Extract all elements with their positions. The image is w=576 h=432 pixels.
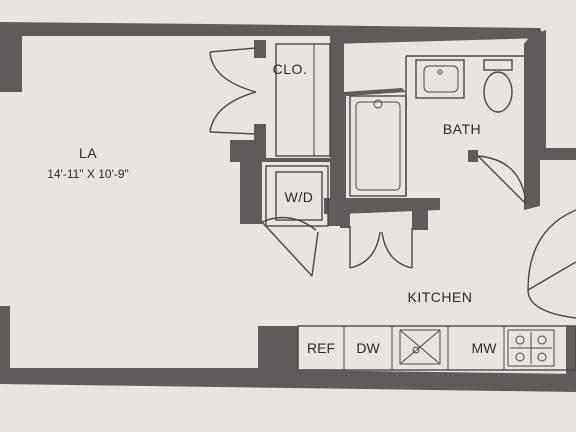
- core-walls: [230, 40, 478, 230]
- washer-dryer-label: W/D: [285, 189, 314, 205]
- tub-drain-icon: [373, 99, 383, 109]
- pantry-jamb-right: [412, 208, 428, 230]
- washer-dryer: [265, 165, 329, 227]
- closet-door-leaf-bottom: [209, 131, 257, 135]
- closet-label: CLO.: [273, 61, 308, 77]
- bath-door-leaf: [477, 155, 527, 205]
- bath-label: BATH: [443, 121, 481, 137]
- burner-icon-2: [537, 335, 547, 345]
- kitchen-counter: [297, 325, 576, 371]
- kitchen-sink-x2: [399, 329, 441, 365]
- refrigerator-label: REF: [307, 340, 335, 356]
- faucet-icon: [437, 69, 443, 75]
- entry-door-leaf: [527, 261, 576, 291]
- toilet-tank: [483, 59, 513, 71]
- right-wall-lower: [566, 326, 576, 376]
- bath-fixtures: [349, 55, 524, 197]
- wd-bottom-wall: [324, 198, 440, 226]
- sink-basin: [423, 65, 459, 93]
- doors: [209, 47, 576, 319]
- closet-jamb-top: [254, 40, 266, 58]
- pantry-door-swing-left: [349, 231, 381, 269]
- left-wall-stub: [10, 40, 22, 92]
- stove: [507, 329, 555, 367]
- microwave-label: MW: [472, 340, 498, 356]
- right-wall-upper: [524, 30, 576, 210]
- exterior-walls: [0, 22, 576, 392]
- kitchen-sink: [399, 329, 441, 365]
- living-area-name: LA: [79, 145, 97, 161]
- wd-closet-frame: [265, 165, 329, 227]
- counter-outline: [297, 325, 576, 371]
- closet-shelf: [275, 43, 331, 157]
- pantry-door-swing-right: [381, 231, 413, 269]
- toilet-bowl: [483, 71, 513, 113]
- dishwasher-label: DW: [356, 340, 380, 356]
- wd-door-jamb: [311, 231, 319, 277]
- closet-jamb-bottom: [254, 124, 266, 144]
- wd-unit: [275, 171, 323, 221]
- wd-door-leaf: [261, 221, 313, 277]
- living-area-dimensions: 14'-11" X 10'-9": [47, 167, 129, 181]
- left-wall-upper: [0, 36, 10, 92]
- closet-bath-wall: [330, 40, 406, 206]
- labels: LA 14'-11" X 10'-9" CLO. BATH W/D KITCHE…: [47, 61, 497, 356]
- kitchen-sink-drain-icon: [412, 346, 420, 354]
- burner-icon-3: [515, 352, 525, 362]
- closet-door-swing-bottom: [209, 91, 257, 133]
- burner-icon-1: [515, 335, 525, 345]
- wd-left-wall: [230, 140, 332, 224]
- left-wall-lower: [0, 306, 10, 382]
- pantry-jamb-left: [340, 210, 350, 228]
- closet-door-leaf-top: [209, 47, 257, 53]
- bath-door-jamb: [468, 150, 478, 162]
- closet-interior: [275, 43, 331, 157]
- bathtub-inner: [355, 101, 401, 191]
- bath-door-swing: [477, 155, 527, 205]
- kitchen-label: KITCHEN: [408, 289, 473, 305]
- closet-door-swing-top: [209, 51, 257, 93]
- vanity: [415, 59, 465, 99]
- bottom-wall: [0, 326, 576, 392]
- top-wall: [0, 22, 545, 44]
- burner-icon-4: [537, 352, 547, 362]
